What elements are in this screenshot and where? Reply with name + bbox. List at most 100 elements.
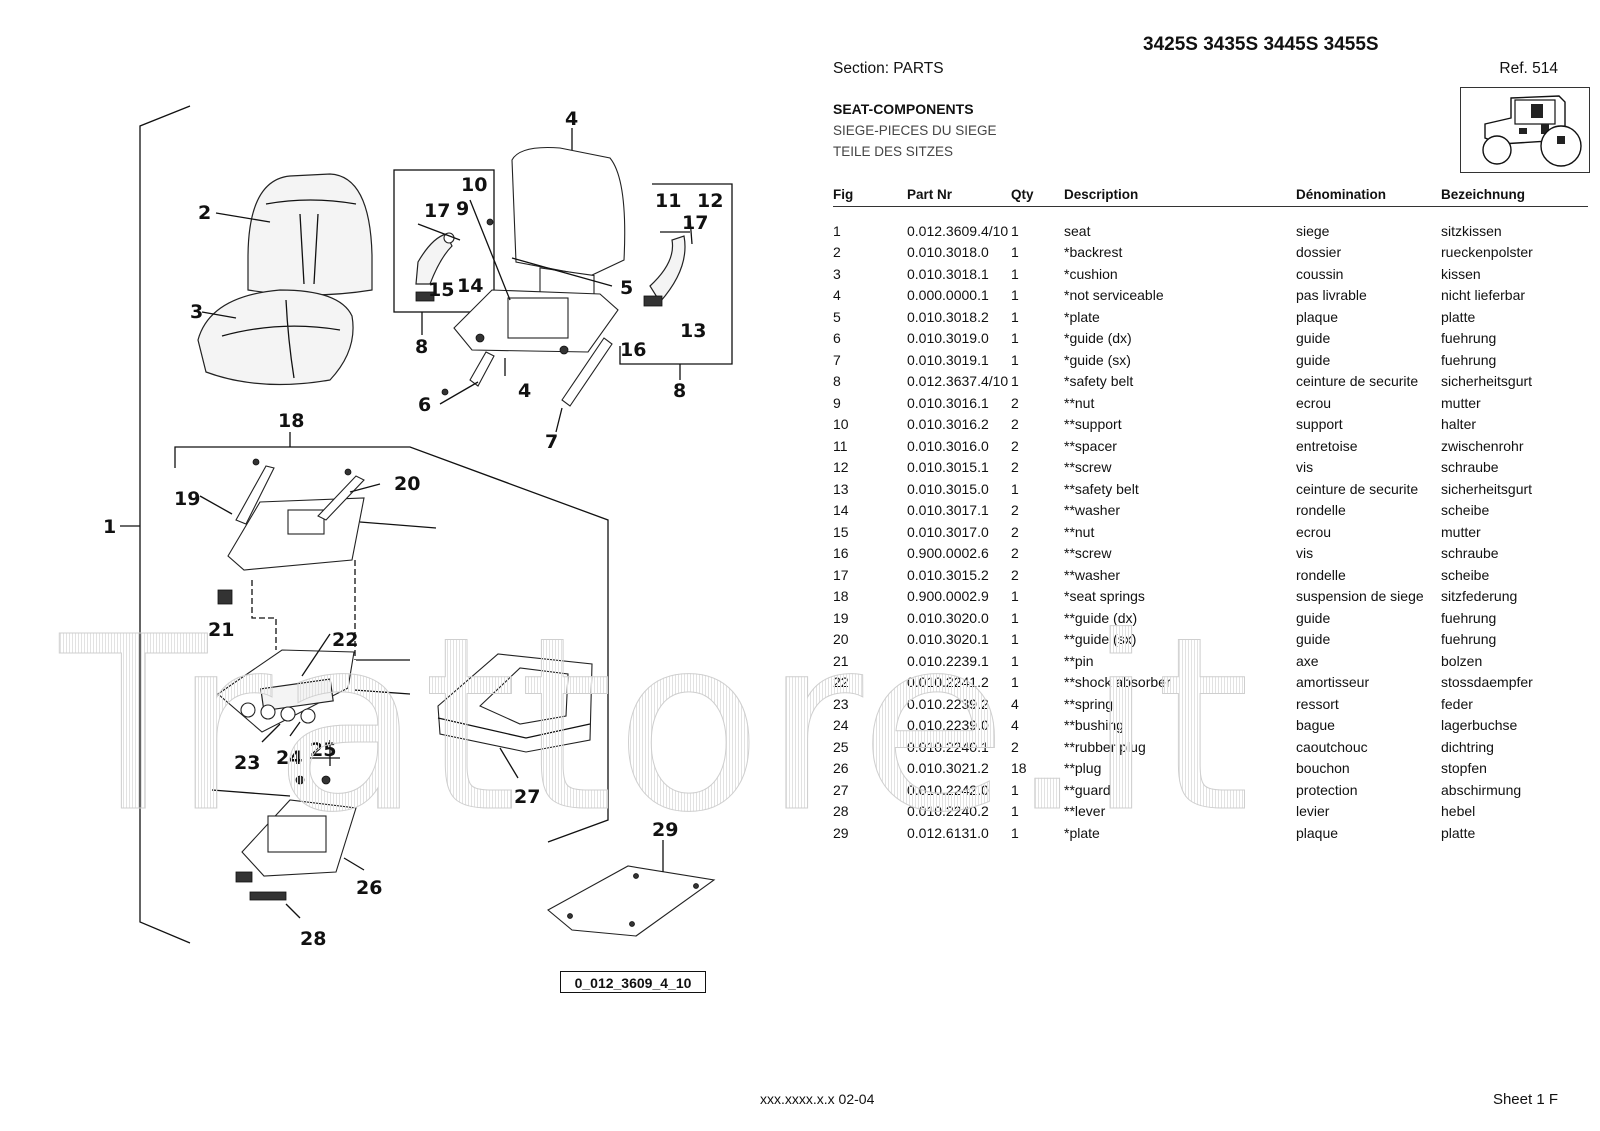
cell-qty: 1 (1011, 222, 1019, 239)
cell-description: **guard (1064, 781, 1111, 798)
cell-bezeichnung: mutter (1441, 394, 1481, 411)
cell-denomination: protection (1296, 781, 1358, 798)
cell-part-nr: 0.010.3021.2 (907, 760, 989, 777)
cell-part-nr: 0.900.0002.9 (907, 588, 989, 605)
cell-qty: 4 (1011, 695, 1019, 712)
cell-fig: 4 (833, 287, 841, 304)
cell-description: *cushion (1064, 265, 1118, 282)
cell-qty: 1 (1011, 330, 1019, 347)
cell-part-nr: 0.010.2242.0 (907, 781, 989, 798)
cell-fig: 23 (833, 695, 849, 712)
cell-description: *seat springs (1064, 588, 1145, 605)
cell-bezeichnung: fuehrung (1441, 351, 1497, 368)
cell-qty: 1 (1011, 824, 1019, 841)
cell-bezeichnung: zwischenrohr (1441, 437, 1524, 454)
column-bezeichnung: Bezeichnung (1441, 182, 1588, 207)
cell-part-nr: 0.010.2240.2 (907, 803, 989, 820)
cell-part-nr: 0.010.3018.0 (907, 244, 989, 261)
exploded-parts-diagram: 1 2 3 4 4 5 6 7 8 8 9 10 11 12 13 14 15 … (103, 105, 733, 950)
callout-5: 5 (620, 277, 633, 299)
cell-denomination: ecrou (1296, 394, 1332, 411)
cell-qty: 4 (1011, 717, 1019, 734)
callout-22: 22 (332, 629, 358, 651)
callout-29: 29 (652, 819, 678, 841)
cell-qty: 1 (1011, 244, 1019, 261)
callout-23: 23 (234, 752, 260, 774)
cell-description: **nut (1064, 523, 1095, 540)
callout-7: 7 (545, 431, 558, 453)
cell-description: *guide (dx) (1064, 330, 1132, 347)
cell-part-nr: 0.010.2241.2 (907, 674, 989, 691)
cell-denomination: rondelle (1296, 566, 1346, 583)
cell-bezeichnung: feder (1441, 695, 1473, 712)
cell-denomination: siege (1296, 222, 1330, 239)
cell-denomination: ecrou (1296, 523, 1332, 540)
cell-description: **guide (dx) (1064, 609, 1138, 626)
cell-fig: 9 (833, 394, 841, 411)
cell-bezeichnung: platte (1441, 824, 1476, 841)
cell-fig: 12 (833, 459, 849, 476)
cell-fig: 28 (833, 803, 849, 820)
cell-qty: 1 (1011, 351, 1019, 368)
cell-part-nr: 0.010.3015.1 (907, 459, 989, 476)
cell-part-nr: 0.010.2239.0 (907, 717, 989, 734)
cell-description: **bushing (1064, 717, 1124, 734)
guard-part (437, 653, 593, 753)
cell-qty: 2 (1011, 523, 1019, 540)
cell-bezeichnung: schraube (1441, 459, 1499, 476)
cell-bezeichnung: sitzkissen (1441, 222, 1502, 239)
plate-part (547, 865, 716, 937)
cell-description: **spacer (1064, 437, 1117, 454)
cell-fig: 29 (833, 824, 849, 841)
cell-fig: 7 (833, 351, 841, 368)
seat-springs-base (211, 775, 357, 901)
cell-denomination: entretoise (1296, 437, 1358, 454)
callout-19: 19 (174, 488, 200, 510)
cell-part-nr: 0.010.3020.1 (907, 631, 989, 648)
cell-part-nr: 0.010.3018.2 (907, 308, 989, 325)
cell-qty: 1 (1011, 609, 1019, 626)
cell-part-nr: 0.010.2240.1 (907, 738, 989, 755)
cell-fig: 20 (833, 631, 849, 648)
cell-bezeichnung: sicherheitsgurt (1441, 373, 1533, 390)
parts-table: Fig Part Nr Qty Description Dénomination… (833, 182, 1588, 844)
cell-bezeichnung: abschirmung (1441, 781, 1522, 798)
callout-12: 12 (697, 190, 723, 212)
cell-qty: 2 (1011, 394, 1019, 411)
cell-description: **support (1064, 416, 1122, 433)
cell-qty: 1 (1011, 265, 1019, 282)
callout-15: 15 (428, 279, 454, 301)
cell-fig: 26 (833, 760, 849, 777)
seat-frame-part (453, 146, 626, 355)
cell-bezeichnung: scheibe (1441, 566, 1490, 583)
cell-description: **washer (1064, 502, 1121, 519)
cell-qty: 1 (1011, 781, 1019, 798)
cell-fig: 10 (833, 416, 849, 433)
cell-part-nr: 0.012.6131.0 (907, 824, 989, 841)
cell-bezeichnung: stossdaempfer (1441, 674, 1533, 691)
cell-qty: 2 (1011, 437, 1019, 454)
cell-denomination: ceinture de securite (1296, 373, 1419, 390)
cell-part-nr: 0.012.3609.4/10 (907, 222, 1009, 239)
cell-bezeichnung: lagerbuchse (1441, 717, 1518, 734)
cell-qty: 1 (1011, 373, 1019, 390)
cell-part-nr: 0.010.3017.0 (907, 523, 989, 540)
page-title-french: SIEGE-PIECES DU SIEGE (833, 123, 997, 138)
cell-fig: 24 (833, 717, 849, 734)
cell-denomination: vis (1296, 459, 1314, 476)
cell-description: **screw (1064, 459, 1112, 476)
cell-fig: 21 (833, 652, 849, 669)
callout-9: 9 (456, 198, 469, 220)
cell-denomination: guide (1296, 631, 1331, 648)
cell-denomination: pas livrable (1296, 287, 1367, 304)
cell-denomination: axe (1296, 652, 1319, 669)
cell-description: **rubber plug (1064, 738, 1146, 755)
cell-description: **spring (1064, 695, 1114, 712)
